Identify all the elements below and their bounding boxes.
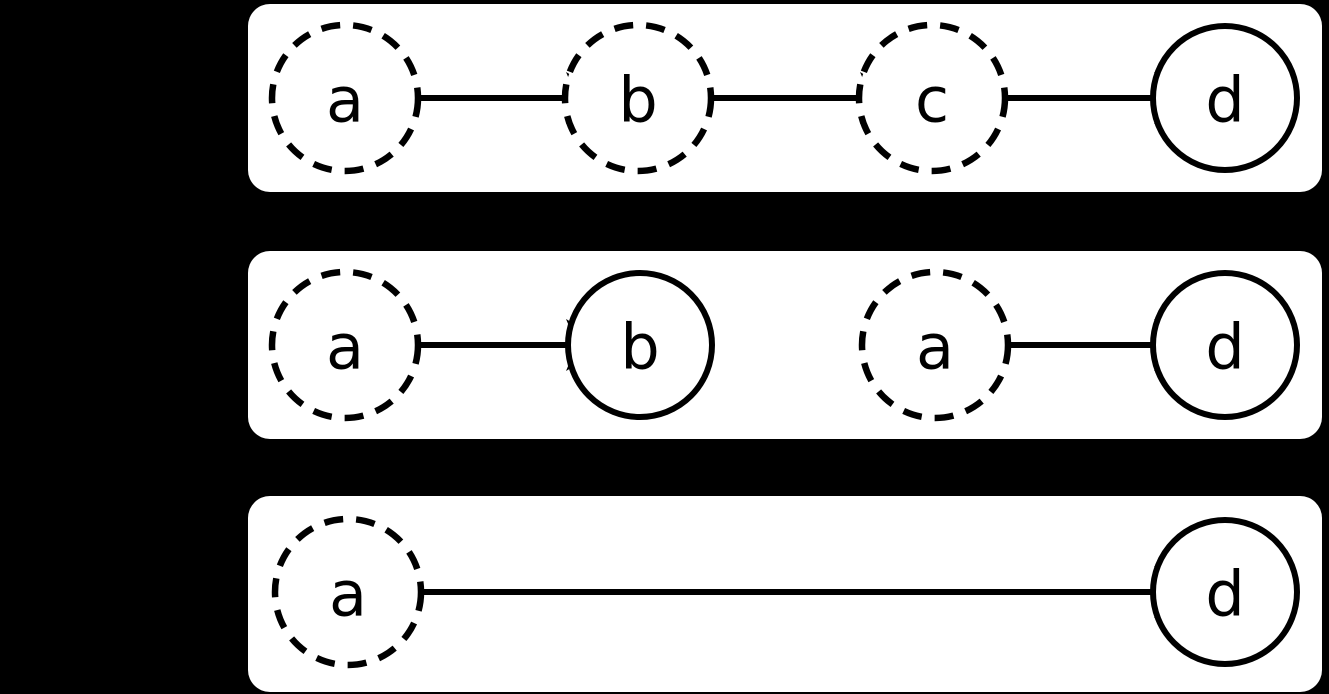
node-circle-solid <box>565 270 715 420</box>
node-circle-solid <box>1150 270 1300 420</box>
node-circle-dashed <box>561 21 715 175</box>
node-p1-c[interactable]: c <box>855 21 1009 175</box>
node-circle-dashed <box>271 515 425 669</box>
node-p1-b[interactable]: b <box>561 21 715 175</box>
node-label: a <box>326 311 364 384</box>
node-p2-b[interactable]: b <box>565 270 715 420</box>
node-circle-solid <box>1150 517 1300 667</box>
node-label: c <box>915 64 949 137</box>
node-label: d <box>1205 64 1244 137</box>
node-circle-dashed <box>268 21 422 175</box>
node-p1-a[interactable]: a <box>268 21 422 175</box>
node-label: a <box>916 311 954 384</box>
panel-group-1: a b c d <box>248 4 1322 192</box>
node-label: b <box>620 311 659 384</box>
node-label: d <box>1205 558 1244 631</box>
node-p2-a2[interactable]: a <box>858 268 1012 422</box>
node-p2-d[interactable]: d <box>1150 270 1300 420</box>
node-p2-a1[interactable]: a <box>268 268 422 422</box>
node-circle-solid <box>1150 23 1300 173</box>
node-circle-dashed <box>858 268 1012 422</box>
node-label: a <box>326 64 364 137</box>
node-p3-d[interactable]: d <box>1150 517 1300 667</box>
node-p3-a[interactable]: a <box>271 515 425 669</box>
node-p1-d[interactable]: d <box>1150 23 1300 173</box>
node-circle-dashed <box>855 21 1009 175</box>
node-label: d <box>1205 311 1244 384</box>
node-label: a <box>329 558 367 631</box>
node-circle-dashed <box>268 268 422 422</box>
node-label: b <box>618 64 657 137</box>
panel-card <box>248 251 1322 439</box>
